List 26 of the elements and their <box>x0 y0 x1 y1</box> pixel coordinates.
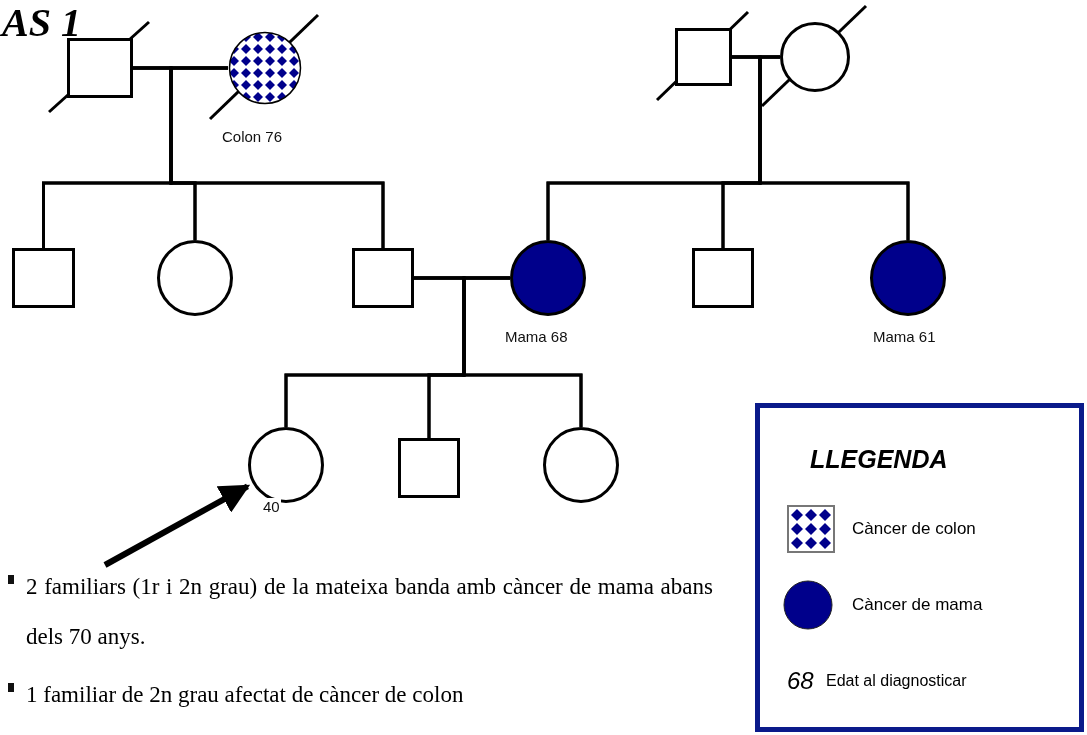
note-text: 1 familiar de 2n grau afectat de càncer de colon <box>26 681 464 709</box>
male-square-symbol <box>398 438 460 498</box>
legend-title: LLEGENDA <box>810 444 948 474</box>
female-circle-symbol <box>157 240 233 316</box>
male-square-symbol <box>352 248 414 308</box>
legend-text: Edat al diagnosticar <box>826 671 967 691</box>
male-square-symbol <box>692 248 754 308</box>
pedigree-line <box>462 276 583 427</box>
male-square-symbol <box>12 248 75 308</box>
diagnosis-label: Mama 68 <box>505 328 568 346</box>
female-circle-symbol <box>510 240 586 316</box>
note-text: 2 familiars (1r i 2n grau) de la mateixa banda amb càncer de mama abans dels 70 anys. <box>26 573 713 651</box>
male-square-symbol <box>675 28 732 86</box>
female-circle-symbol <box>870 240 946 316</box>
legend-sample-number: 68 <box>787 666 814 696</box>
diagnosis-label: Colon 76 <box>222 128 283 146</box>
female-circle-symbol <box>543 427 619 503</box>
female-circle-symbol <box>248 427 324 503</box>
female-circle-symbol <box>780 22 850 92</box>
female-circle-symbol <box>228 31 302 105</box>
legend-text: Càncer de mama <box>852 594 983 616</box>
legend-text: Càncer de colon <box>852 518 976 540</box>
title: AS 1 <box>2 0 82 46</box>
proband-arrow <box>103 483 251 568</box>
male-square-symbol <box>67 38 133 98</box>
diagnosis-label: Mama 61 <box>873 328 936 346</box>
